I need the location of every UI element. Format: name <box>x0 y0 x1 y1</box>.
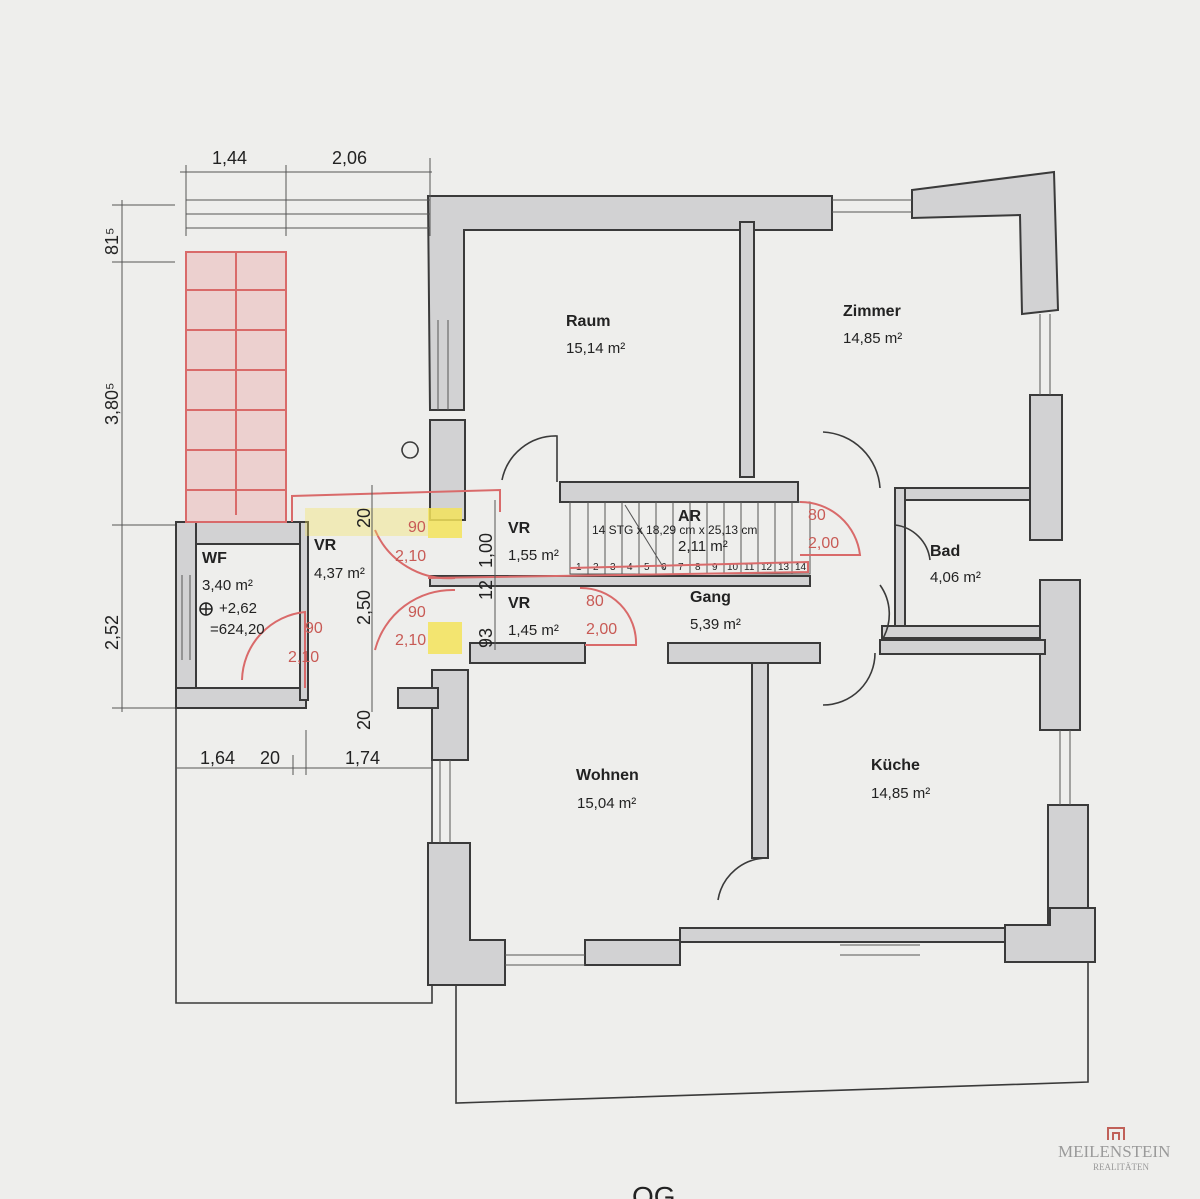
stair-step-4: 4 <box>627 562 633 573</box>
dim-inner-20-top: 20 <box>354 508 374 528</box>
stair-step-11: 11 <box>744 562 755 573</box>
windows <box>181 199 1071 966</box>
room-gang-name: Gang <box>690 589 731 606</box>
room-wohnen-area: 15,04 m² <box>577 795 636 812</box>
company-logo: MEILENSTEIN REALITÄTEN <box>1058 1127 1170 1172</box>
room-zimmer-area: 14,85 m² <box>843 330 902 347</box>
dim-inner-20-bottom: 20 <box>354 710 374 730</box>
dimension-lines <box>112 158 496 775</box>
room-wf-area: 3,40 m² <box>202 577 253 594</box>
door4-height: 2,00 <box>586 621 617 638</box>
interior-walls <box>299 221 1046 943</box>
balcony-bottom <box>455 960 1089 1104</box>
door3-width: 90 <box>305 620 323 637</box>
floor-label: OG <box>632 1181 676 1199</box>
room-kueche-area: 14,85 m² <box>871 785 930 802</box>
dim-inner-93: 93 <box>476 628 496 648</box>
room-zimmer-name: Zimmer <box>843 303 901 320</box>
dim-left-c: 2,52 <box>102 615 122 650</box>
door1-width: 90 <box>408 519 426 536</box>
door2-width: 90 <box>408 604 426 621</box>
room-vr-mid-area: 1,45 m² <box>508 622 559 639</box>
stair-step-13: 13 <box>778 562 790 573</box>
door3-height: 2,10 <box>288 649 319 666</box>
room-bad-name: Bad <box>930 543 960 560</box>
red-markup <box>185 251 862 688</box>
room-wf-level: +2,62 <box>219 600 257 617</box>
room-vr-left-name: VR <box>314 537 337 554</box>
stair-step-5: 5 <box>644 562 650 573</box>
room-raum-area: 15,14 m² <box>566 340 625 357</box>
door5-width: 80 <box>808 507 826 524</box>
dim-left-a: 81⁵ <box>102 228 122 255</box>
yellow-marker-top <box>428 508 462 538</box>
stair-note: 14 STG x 18,29 cm x 25,13 cm <box>592 523 757 537</box>
dim-bottom-b: 20 <box>260 748 280 768</box>
room-vr-top-name: VR <box>508 520 531 537</box>
stair-step-8: 8 <box>695 562 701 573</box>
room-wohnen-name: Wohnen <box>576 767 639 784</box>
staircase: 1 2 3 4 5 6 7 8 9 10 11 12 13 14 14 STG … <box>569 501 811 575</box>
room-vr-left-area: 4,37 m² <box>314 565 365 582</box>
room-kueche-name: Küche <box>871 757 920 774</box>
room-ar-name: AR <box>678 508 702 525</box>
stair-step-12: 12 <box>761 562 773 573</box>
door1-height: 2,10 <box>395 548 426 565</box>
dim-inner-250: 2,50 <box>354 590 374 625</box>
room-vr-mid-name: VR <box>508 595 531 612</box>
room-bad-area: 4,06 m² <box>930 569 981 586</box>
stair-step-14: 14 <box>795 562 807 573</box>
door4-width: 80 <box>586 593 604 610</box>
yellow-marker-bottom <box>428 622 462 654</box>
dim-top-a: 1,44 <box>212 148 247 168</box>
dim-top-b: 2,06 <box>332 148 367 168</box>
stair-step-7: 7 <box>678 562 684 573</box>
room-ar-area: 2,11 m² <box>678 538 728 555</box>
logo-mark-icon <box>1107 1127 1125 1140</box>
dim-inner-12: 12 <box>476 580 496 600</box>
exterior-walls <box>175 170 1096 986</box>
room-wf-name: WF <box>202 550 227 567</box>
dim-bottom-a: 1,64 <box>200 748 235 768</box>
room-gang-area: 5,39 m² <box>690 616 741 633</box>
door2-height: 2,10 <box>395 632 426 649</box>
dim-inner-100: 1,00 <box>476 533 496 568</box>
logo-tagline: REALITÄTEN <box>1093 1162 1149 1172</box>
logo-name: MEILENSTEIN <box>1058 1142 1170 1161</box>
room-vr-top-area: 1,55 m² <box>508 547 559 564</box>
stair-step-9: 9 <box>712 562 718 573</box>
stair-step-10: 10 <box>727 562 739 573</box>
room-wf-elevation: =624,20 <box>210 621 265 638</box>
dim-bottom-c: 1,74 <box>345 748 380 768</box>
stair-step-6: 6 <box>661 562 667 573</box>
door5-height: 2,00 <box>808 535 839 552</box>
dim-left-b: 3,80⁵ <box>102 383 122 426</box>
room-raum-name: Raum <box>566 313 610 330</box>
door-swings <box>401 431 931 901</box>
